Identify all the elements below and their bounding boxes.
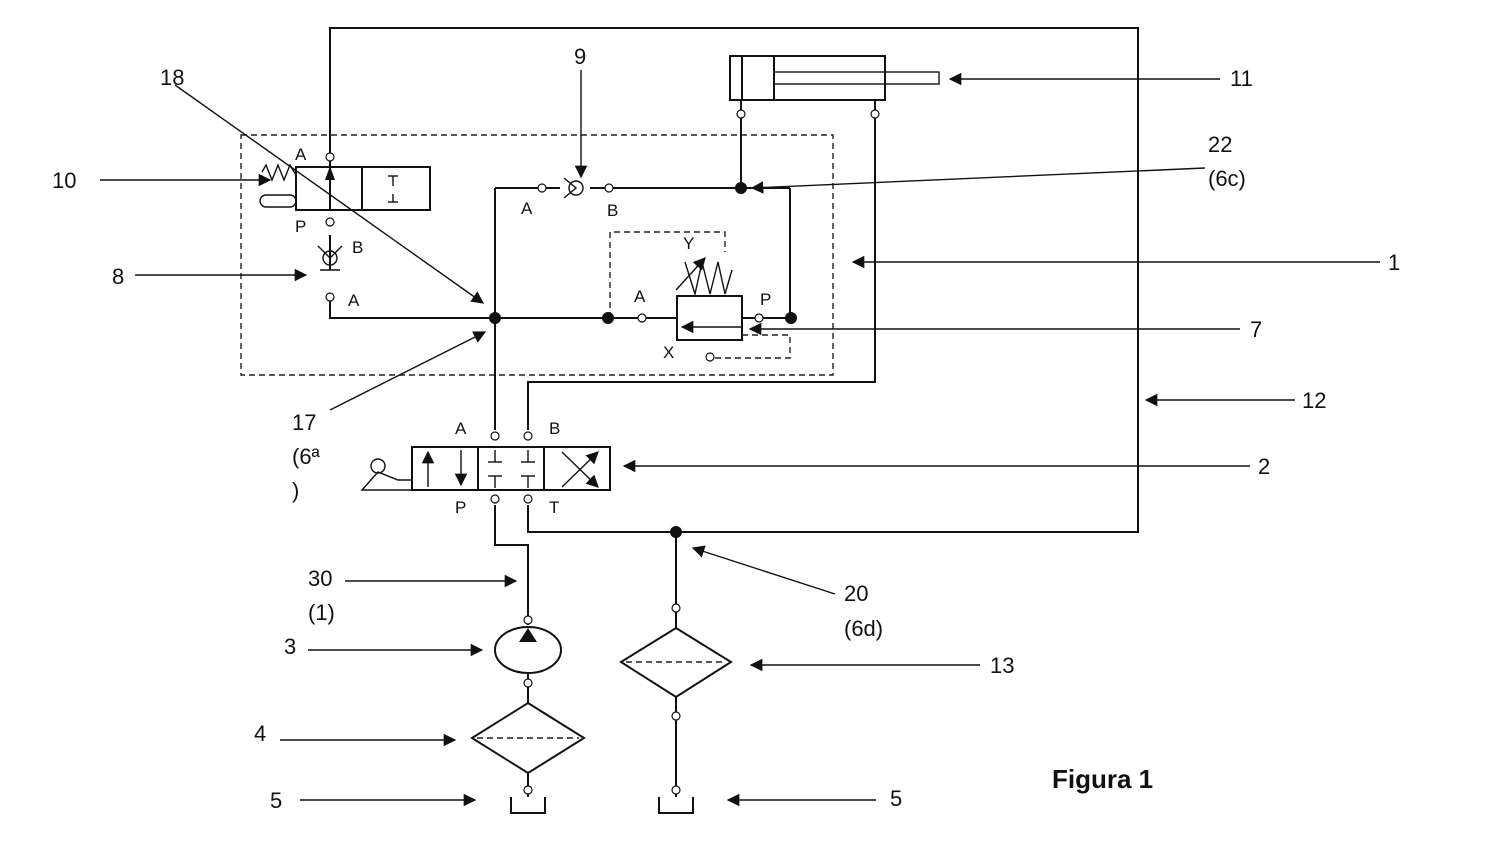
port-label: A <box>348 291 360 310</box>
check-valve-9 <box>564 178 583 198</box>
port-label: P <box>760 290 771 309</box>
pilot-line-y <box>610 232 725 318</box>
callout-4: 4 <box>254 721 266 746</box>
callout-17-close: ) <box>292 478 299 503</box>
pressure-valve-7 <box>676 258 742 340</box>
port-label: B <box>352 238 363 257</box>
callout-13: 13 <box>990 653 1014 678</box>
callout-11: 11 <box>1230 66 1253 91</box>
callout-17-sub: (6ª <box>292 444 321 469</box>
port-label: A <box>521 199 533 218</box>
callout-30-sub: (1) <box>308 600 335 625</box>
callout-22-sub: (6c) <box>1208 166 1246 191</box>
callout-8: 8 <box>112 264 124 289</box>
hydraulic-cylinder <box>730 56 939 100</box>
callout-20: 20 <box>844 581 868 606</box>
port-label: P <box>455 498 466 517</box>
port-label: B <box>607 201 618 220</box>
port-label: X <box>663 343 674 362</box>
callout-12: 12 <box>1302 388 1326 413</box>
callout-1: 1 <box>1388 250 1400 275</box>
callout-9: 9 <box>574 44 586 69</box>
port-label: A <box>295 145 307 164</box>
port-label: A <box>634 287 646 306</box>
port-label: B <box>549 419 560 438</box>
port-label: P <box>295 217 306 236</box>
callout-5-left: 5 <box>270 788 282 813</box>
pilot-line-x <box>710 335 790 358</box>
port-label: Y <box>683 234 694 253</box>
callout-30: 30 <box>308 566 332 591</box>
port-label: A <box>455 419 467 438</box>
pump-3 <box>495 627 561 673</box>
callout-5-right: 5 <box>890 786 902 811</box>
callout-2: 2 <box>1258 454 1270 479</box>
callout-22: 22 <box>1208 132 1232 157</box>
solenoid-valve-10 <box>260 165 430 210</box>
callout-7: 7 <box>1250 317 1262 342</box>
callout-20-sub: (6d) <box>844 616 883 641</box>
port-label: T <box>549 498 559 517</box>
tank-symbols <box>511 797 693 813</box>
figure-title: Figura 1 <box>1052 764 1153 794</box>
hydraulic-lines <box>330 28 1138 797</box>
filter-4 <box>472 703 584 773</box>
callout-3: 3 <box>284 634 296 659</box>
port-markers <box>326 110 879 794</box>
callout-18: 18 <box>160 65 184 90</box>
directional-valve-2 <box>362 447 610 490</box>
filter-13 <box>621 628 731 697</box>
callout-10: 10 <box>52 168 76 193</box>
junction-points <box>489 182 797 538</box>
callout-17: 17 <box>292 410 316 435</box>
